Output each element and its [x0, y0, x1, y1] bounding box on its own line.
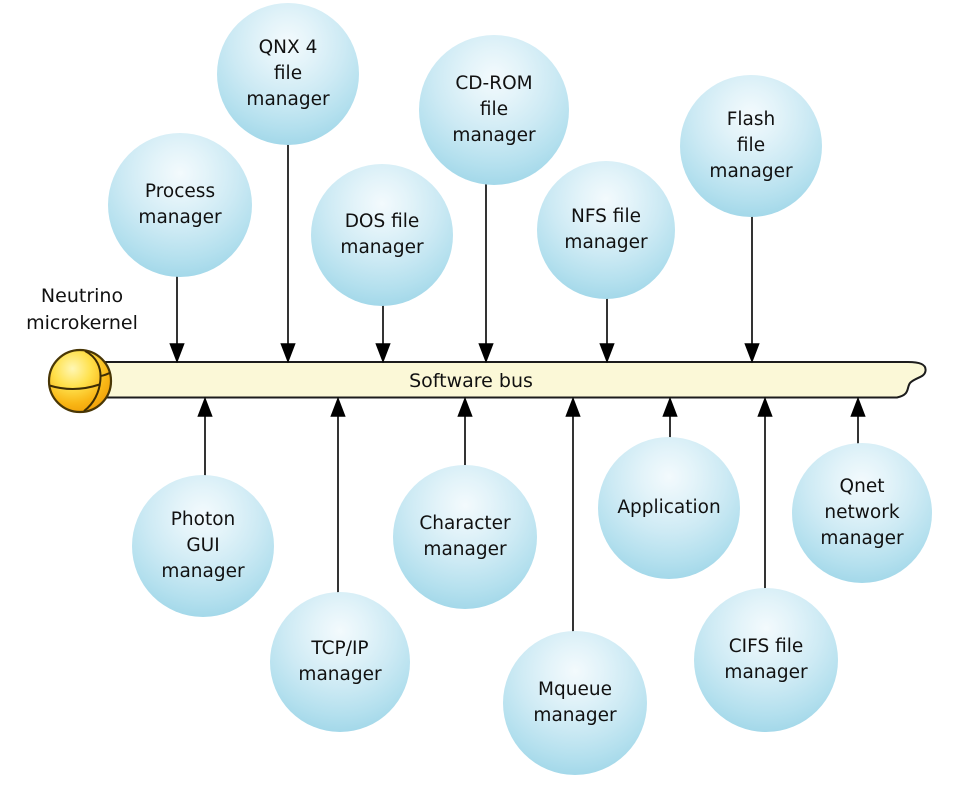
kernel-sphere-icon — [47, 348, 113, 414]
bubble-line: CD-ROM — [455, 73, 533, 94]
bubble-tcpip-manager: TCP/IP manager — [270, 592, 410, 732]
bubble-mqueue-manager: Mqueue manager — [503, 631, 647, 775]
bubble-qnet-network-manager: Qnet network manager — [792, 443, 932, 583]
bubble-line: GUI — [186, 535, 220, 556]
bubble-line: Character — [419, 513, 511, 534]
bubble-line: network — [824, 502, 900, 523]
bubble-line: DOS file — [344, 211, 420, 232]
kernel-label: Neutrino microkernel — [0, 283, 164, 337]
bubble-line: NFS file — [571, 206, 641, 227]
bubble-line: manager — [724, 662, 808, 683]
bubble-line: manager — [533, 705, 617, 726]
software-bus-label-text: Software bus — [409, 370, 533, 392]
bubble-line: manager — [298, 664, 382, 685]
kernel-label-line: microkernel — [26, 312, 138, 334]
kernel-label-line: Neutrino — [40, 285, 124, 307]
software-bus-label: Software bus — [371, 368, 571, 395]
bubble-line: QNX 4 — [258, 37, 318, 58]
bubble-line: TCP/IP — [311, 638, 369, 659]
bubble-line: manager — [564, 232, 648, 253]
bubble-line: manager — [246, 89, 330, 110]
bubble-character-manager: Character manager — [393, 465, 537, 609]
bubble-line: file — [479, 99, 509, 120]
bubble-process-manager: Process manager — [108, 133, 252, 277]
bubble-line: Photon — [170, 509, 236, 530]
bubble-nfs-file-manager: NFS file manager — [537, 161, 675, 299]
bubble-line: Application — [617, 497, 721, 518]
bubble-cdrom-file-manager: CD-ROM file manager — [419, 35, 569, 185]
software-bus-bar — [99, 361, 927, 399]
bubble-line: Flash — [726, 109, 776, 130]
bubble-line: manager — [423, 539, 507, 560]
bubble-line: manager — [161, 561, 245, 582]
bubble-photon-gui-manager: Photon GUI manager — [132, 475, 274, 617]
bubble-line: file — [736, 135, 766, 156]
bubble-line: Qnet — [839, 476, 885, 497]
bubble-line: manager — [452, 125, 536, 146]
bubble-line: Process — [144, 181, 216, 202]
bubble-application: Application — [598, 437, 740, 579]
bubble-line: manager — [820, 528, 904, 549]
bubble-line: file — [273, 63, 303, 84]
bubble-line: manager — [340, 237, 424, 258]
bubble-dos-file-manager: DOS file manager — [311, 164, 453, 306]
bubble-qnx4-file-manager: QNX 4 file manager — [217, 3, 359, 145]
bubble-line: Mqueue — [538, 679, 612, 700]
arrows-top-down — [169, 74, 760, 364]
bubble-line: manager — [138, 207, 222, 228]
bubble-cifs-file-manager: CIFS file manager — [694, 588, 838, 732]
bubble-line: CIFS file — [728, 636, 804, 657]
bubble-flash-file-manager: Flash file manager — [680, 75, 822, 217]
bubble-line: manager — [709, 161, 793, 182]
